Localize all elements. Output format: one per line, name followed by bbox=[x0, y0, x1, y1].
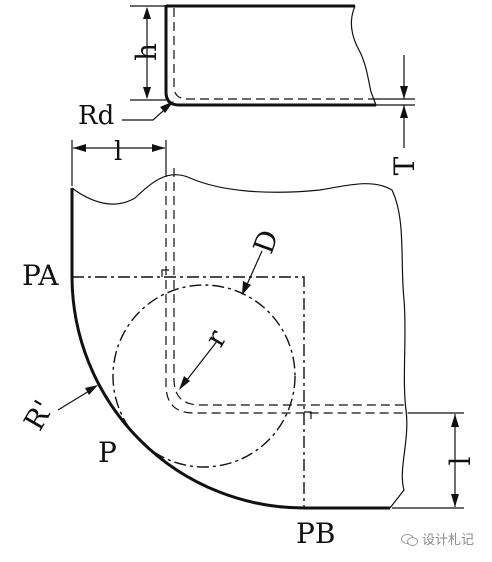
label-pb: PB bbox=[296, 517, 335, 550]
top-plate-inner-dashed bbox=[173, 8, 376, 100]
top-plate-detail bbox=[122, 4, 415, 148]
watermark: 设计札记 bbox=[400, 529, 474, 548]
label-l-right: l bbox=[444, 456, 477, 465]
pa-tangent-line bbox=[72, 276, 305, 508]
label-r-prime: R' bbox=[17, 395, 60, 436]
rd-leader-arrow bbox=[160, 101, 174, 113]
label-l-top: l bbox=[114, 137, 122, 167]
blank-development bbox=[57, 140, 464, 510]
d-leader-arrow bbox=[242, 281, 251, 295]
watermark-text: 设计札记 bbox=[421, 533, 474, 548]
right-angle-mark-right bbox=[304, 411, 312, 419]
inner-bend-contour bbox=[165, 168, 408, 414]
h-arrow-bottom bbox=[143, 87, 151, 99]
r-leader-line bbox=[182, 339, 219, 386]
l-top-arrow-left bbox=[73, 144, 86, 152]
inner-bend-contour-offset bbox=[173, 168, 408, 406]
h-arrow-top bbox=[143, 7, 151, 19]
blank-outer-profile bbox=[70, 188, 390, 510]
label-rd: Rd bbox=[78, 101, 114, 131]
t-arrow-up bbox=[400, 105, 408, 118]
d-circle bbox=[112, 284, 296, 468]
blank-break-outline bbox=[71, 174, 408, 509]
label-p: P bbox=[98, 436, 117, 469]
l-top-arrow-right bbox=[152, 144, 165, 152]
label-h: h bbox=[130, 43, 163, 61]
wechat-icon bbox=[400, 533, 418, 546]
r-leader-arrow bbox=[179, 376, 190, 390]
label-d: D bbox=[247, 226, 286, 258]
top-plate-outer-edge bbox=[164, 5, 376, 107]
top-plate-break-line bbox=[350, 5, 377, 106]
l-right-arrow-top bbox=[451, 414, 459, 427]
label-t: T bbox=[388, 156, 421, 175]
d-leader-line bbox=[244, 250, 263, 290]
label-pa: PA bbox=[22, 259, 59, 292]
l-right-arrow-bottom bbox=[451, 494, 459, 507]
label-r: r bbox=[198, 324, 234, 353]
t-arrow-down bbox=[400, 86, 408, 99]
right-angle-mark-top bbox=[161, 269, 169, 277]
r-prime-leader-arrow bbox=[85, 385, 98, 395]
